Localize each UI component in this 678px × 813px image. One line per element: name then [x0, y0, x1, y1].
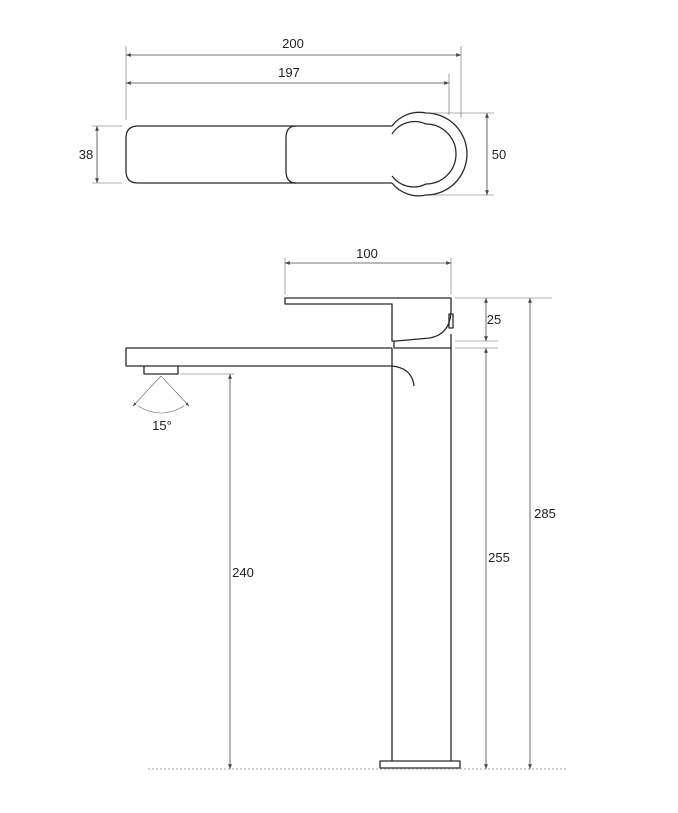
top-view-body: [125, 125, 392, 184]
label-tilt-angle: 15°: [152, 418, 172, 433]
top-view-head-inner: [391, 120, 457, 188]
side-view-spout: [125, 347, 392, 367]
label-head-diameter: 50: [492, 147, 506, 162]
side-view-spout-curve: [391, 365, 415, 387]
label-total-height: 285: [534, 506, 556, 521]
top-view-divider: [285, 125, 297, 184]
side-view-handle-button: [448, 313, 454, 329]
label-overall-length: 200: [282, 36, 304, 51]
label-body-height-255: 255: [488, 550, 510, 565]
side-view-body: [391, 348, 452, 761]
label-body-height: 38: [79, 147, 93, 162]
label-handle-length: 100: [356, 246, 378, 261]
top-view-head: [391, 111, 468, 197]
tilt-angle-indicator: [132, 375, 190, 414]
side-view: 15° 100 25 255 285 240: [125, 246, 567, 770]
label-spout-height: 240: [232, 565, 254, 580]
top-view: 200 197 38 50: [79, 36, 506, 197]
label-handle-height: 25: [487, 312, 501, 327]
side-view-base: [379, 760, 461, 769]
label-body-length: 197: [278, 65, 300, 80]
side-view-handle: [284, 297, 452, 342]
side-view-aerator: [143, 366, 179, 375]
